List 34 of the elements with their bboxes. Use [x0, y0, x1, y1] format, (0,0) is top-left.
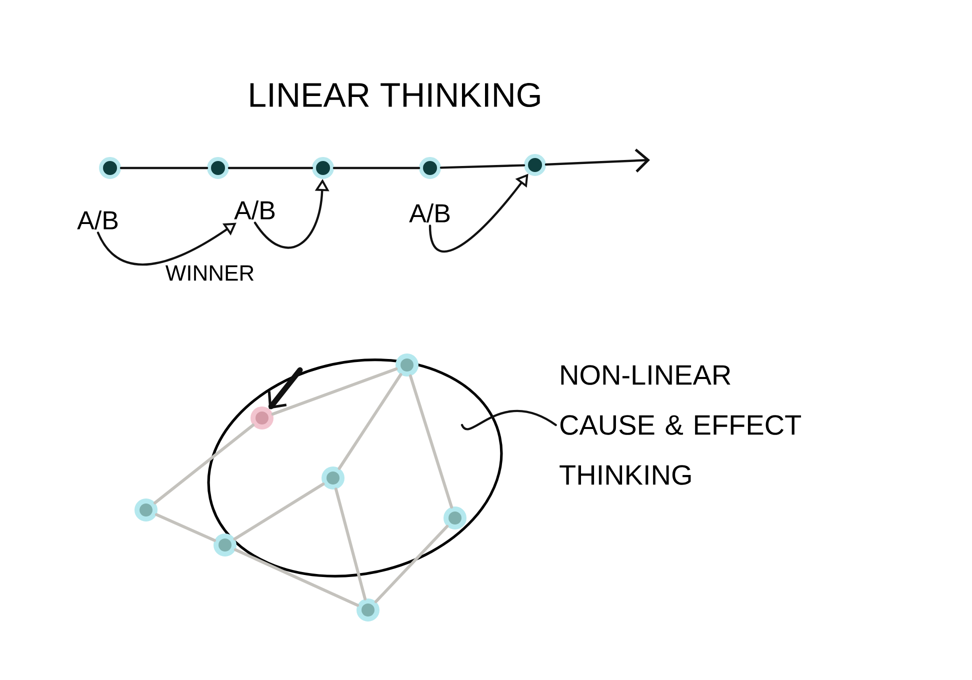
connector-line	[332, 166, 420, 170]
title: LINEAR THINKING	[250, 82, 540, 108]
connector-line	[233, 482, 325, 540]
note-label: WINNER	[166, 265, 254, 281]
test-label: A/B	[234, 200, 275, 220]
connector-line	[120, 166, 208, 170]
dot	[99, 157, 121, 179]
dot	[419, 157, 441, 179]
connector-line	[334, 488, 367, 600]
dot	[207, 157, 229, 179]
test-label: A/B	[409, 203, 450, 223]
network-node	[444, 506, 466, 530]
arrow	[544, 148, 650, 172]
network-node	[214, 534, 236, 556]
handwritten-note: NON-LINEAR CAUSE & EFFECT THINKING	[560, 365, 802, 485]
leader-line	[460, 410, 557, 430]
connector-line	[338, 373, 402, 470]
connector-line	[154, 424, 254, 504]
network-node	[322, 466, 344, 490]
connector-line	[374, 524, 449, 604]
connector-line	[228, 166, 314, 170]
network-node	[250, 406, 274, 430]
dot	[524, 154, 546, 176]
arrow	[268, 367, 303, 410]
connector-line	[271, 367, 398, 416]
network-node	[396, 354, 418, 376]
test-label: A/B	[77, 210, 118, 230]
network-node	[356, 598, 380, 622]
connector-line	[234, 548, 360, 607]
connector-line	[408, 374, 454, 509]
connector-line	[440, 164, 526, 169]
dot	[312, 157, 334, 179]
connector-line	[155, 513, 216, 542]
network-node	[134, 498, 158, 522]
